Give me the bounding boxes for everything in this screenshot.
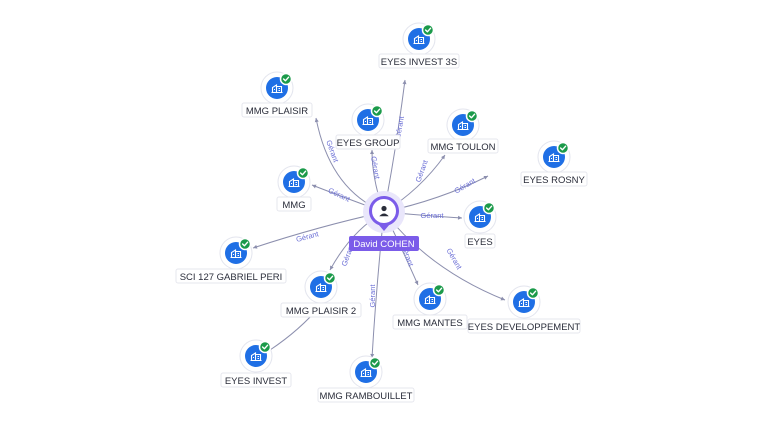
node-label: EYES GROUP: [337, 138, 400, 149]
node-label: SCI 127 GABRIEL PERI: [180, 272, 283, 283]
nodes-layer: EYES INVEST 3S MMG PLAISIR EYES GROUP MMG T…: [175, 22, 588, 403]
node-eyes-invest-3s[interactable]: EYES INVEST 3S: [378, 22, 460, 69]
arrow-mmg-plaisir: [314, 118, 319, 123]
building-icon: [413, 35, 425, 45]
node-label: MMG: [282, 200, 305, 211]
node-label: EYES ROSNY: [523, 175, 585, 186]
node-label-box: [520, 171, 588, 187]
edge-label-eyes-invest-3s: Gérant: [393, 115, 406, 140]
node-mmg-rambouillet[interactable]: MMG RAMBOUILLET: [317, 355, 415, 403]
building-icon: [362, 116, 374, 126]
node-label: EYES DEVELOPPEMENT: [468, 322, 581, 333]
node-label-box: [427, 138, 499, 154]
node-eyes[interactable]: EYES: [463, 200, 497, 249]
verified-check-icon: [432, 283, 446, 297]
arrow-eyes-group: [370, 150, 374, 154]
edge-label-mmg: Gérant: [327, 186, 352, 204]
verified-check-icon: [482, 201, 496, 215]
verified-check-icon: [421, 23, 435, 37]
arrow-mmg-toulon: [441, 155, 445, 160]
node-mmg-toulon[interactable]: MMG TOULON: [427, 108, 499, 154]
node-label: MMG PLAISIR: [246, 106, 308, 117]
building-icon: [271, 84, 283, 94]
node-label: EYES INVEST 3S: [381, 57, 457, 68]
node-label-box: [335, 134, 401, 150]
edge-label-sci-127-gabriel-peri: Gérant: [295, 229, 320, 244]
person-icon: [379, 205, 389, 217]
node-eyes-developpement[interactable]: EYES DEVELOPPEMENT: [467, 285, 581, 334]
node-label-box: [464, 233, 496, 249]
center-label: David COHEN: [353, 239, 414, 250]
building-icon: [548, 153, 560, 163]
verified-check-icon: [465, 109, 479, 123]
building-icon: [288, 178, 300, 188]
edge-label-mmg-rambouillet: Gérant: [368, 284, 377, 308]
node-label: EYES: [467, 237, 492, 248]
building-icon: [424, 295, 436, 305]
building-icon: [474, 213, 486, 223]
arrow-eyes: [457, 215, 462, 220]
node-label-box: [175, 268, 287, 284]
node-label-box: [276, 196, 312, 212]
arrow-eyes-rosny: [483, 176, 488, 180]
node-eyes-rosny[interactable]: EYES ROSNY: [520, 140, 588, 187]
arrow-mmg: [312, 184, 317, 189]
node-label-box: [220, 372, 292, 388]
node-mmg-plaisir-2[interactable]: MMG PLAISIR 2: [280, 270, 362, 318]
edge-label-eyes-rosny: Gérant: [453, 176, 478, 196]
building-icon: [230, 249, 242, 259]
center-label-box: [349, 236, 419, 251]
node-label-box: [241, 102, 313, 118]
node-mmg-plaisir[interactable]: MMG PLAISIR: [241, 71, 313, 118]
node-label-box: [392, 314, 468, 330]
node-sci-127-gabriel-peri[interactable]: SCI 127 GABRIEL PERI: [175, 236, 287, 284]
node-label: MMG PLAISIR 2: [286, 306, 356, 317]
building-icon: [315, 283, 327, 293]
node-eyes-group[interactable]: EYES GROUP: [335, 103, 401, 150]
building-icon: [518, 298, 530, 308]
edge-label-eyes-developpement: Gérant: [445, 247, 465, 272]
verified-check-icon: [556, 141, 570, 155]
arrow-eyes-invest-3s: [402, 80, 407, 85]
node-eyes-invest[interactable]: EYES INVEST: [220, 339, 292, 388]
node-label-box: [467, 318, 581, 334]
arrow-mmg-mantes: [414, 280, 419, 285]
node-mmg[interactable]: MMG: [276, 165, 312, 212]
center-node[interactable]: David COHEN: [349, 191, 419, 251]
building-icon: [250, 352, 262, 362]
verified-check-icon: [368, 356, 382, 370]
verified-check-icon: [296, 166, 310, 180]
verified-check-icon: [258, 340, 272, 354]
node-label-box: [317, 387, 415, 403]
verified-check-icon: [370, 104, 384, 118]
arrow-mmg-rambouillet: [370, 353, 375, 358]
arrow-mmg-plaisir-2: [330, 265, 334, 270]
verified-check-icon: [238, 237, 252, 251]
verified-check-icon: [279, 72, 293, 86]
building-icon: [457, 121, 469, 131]
edge-label-mmg-toulon: Gérant: [413, 158, 430, 183]
node-label-box: [280, 302, 362, 318]
arrow-eyes-developpement: [500, 296, 505, 301]
node-label: EYES INVEST: [225, 376, 287, 387]
verified-check-icon: [526, 286, 540, 300]
verified-check-icon: [323, 271, 337, 285]
node-label: MMG RAMBOUILLET: [320, 391, 413, 402]
edge-label-eyes: Gérant: [421, 211, 445, 220]
node-label: MMG TOULON: [430, 142, 495, 153]
edge-label-eyes-group: Gérant: [369, 155, 382, 180]
pin-tip-icon: [378, 224, 390, 231]
node-label: MMG MANTES: [397, 318, 462, 329]
node-mmg-mantes[interactable]: MMG MANTES: [392, 282, 468, 330]
building-icon: [360, 368, 372, 378]
node-label-box: [378, 53, 460, 69]
arrow-sci-127-gabriel-peri: [253, 244, 258, 249]
